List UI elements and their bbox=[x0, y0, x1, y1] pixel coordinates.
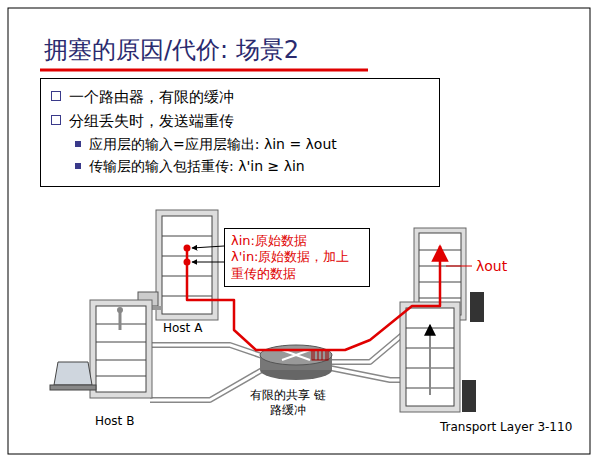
bullet-marker bbox=[51, 115, 61, 125]
title-underline bbox=[40, 69, 368, 72]
bullet-text: 传输层的输入包括重传: λ'in ≥ λin bbox=[49, 155, 431, 177]
leader-line bbox=[192, 246, 224, 248]
bullet-marker bbox=[75, 163, 81, 169]
leader-line bbox=[192, 262, 224, 263]
callout-text: λ'in:原始数据，加上 重传的数据 bbox=[231, 249, 363, 282]
host-b-stack bbox=[50, 300, 152, 398]
footer-text: Transport Layer 3-110 bbox=[440, 420, 572, 435]
slide-frame bbox=[8, 8, 590, 454]
buffer-label: 有限的共享 链路缓冲 bbox=[246, 388, 330, 418]
slide-title: 拥塞的原因/代价: 场景2 bbox=[44, 34, 299, 66]
leader-line bbox=[446, 266, 472, 267]
callout-box: λin:原始数据λ'in:原始数据，加上 重传的数据 bbox=[224, 228, 370, 287]
rate-label: λout bbox=[476, 258, 507, 276]
bullet-text: 分组丢失时，发送端重传 bbox=[49, 109, 431, 133]
host-label: Host B bbox=[95, 414, 134, 429]
bullet-text: 一个路由器，有限的缓冲 bbox=[49, 85, 431, 109]
bullet-marker bbox=[51, 91, 61, 101]
callout-text: λin:原始数据 bbox=[231, 233, 363, 249]
server-stack bbox=[400, 228, 484, 412]
bullet-box: 一个路由器，有限的缓冲分组丢失时，发送端重传应用层的输入=应用层输出: λin … bbox=[40, 78, 440, 187]
host-label: Host A bbox=[163, 321, 202, 336]
bullet-marker bbox=[75, 141, 81, 147]
bullet-text: 应用层的输入=应用层输出: λin = λout bbox=[49, 133, 431, 155]
